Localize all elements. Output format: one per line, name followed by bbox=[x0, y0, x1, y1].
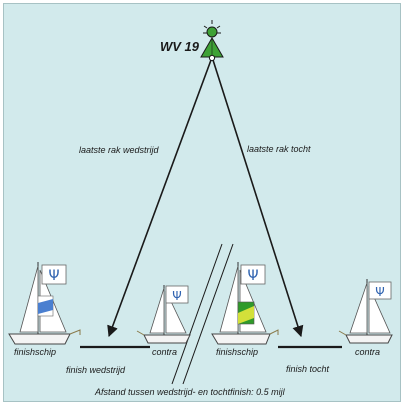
pennant-icon bbox=[240, 264, 266, 285]
trident-icon: Ψ bbox=[247, 268, 258, 284]
boat-label-tour-finish-ship: finishschip bbox=[216, 347, 259, 357]
sailboat-icon: Ψ bbox=[211, 262, 279, 345]
sailboat-icon: Ψ bbox=[338, 279, 393, 344]
finish-flag-icon bbox=[37, 295, 54, 317]
tour-leg-label: laatste rak tocht bbox=[247, 144, 311, 154]
boat-label-tour-contra: contra bbox=[355, 347, 381, 357]
sailboat-icon: Ψ bbox=[8, 262, 81, 345]
distance-break-icon bbox=[171, 243, 234, 385]
buoy-icon bbox=[200, 20, 224, 62]
boat-label-race-contra: contra bbox=[152, 347, 178, 357]
race-leg-arrow bbox=[107, 59, 212, 338]
tour-leg-arrow bbox=[212, 59, 304, 338]
trident-icon: Ψ bbox=[375, 285, 384, 299]
pennant-icon bbox=[165, 285, 189, 304]
pennant-icon bbox=[368, 281, 392, 300]
race-finish-label: finish wedstrijd bbox=[66, 365, 126, 375]
trident-icon: Ψ bbox=[172, 289, 181, 303]
pennant-icon bbox=[41, 264, 67, 285]
trident-icon: Ψ bbox=[48, 268, 59, 284]
boat-label-race-finish-ship: finishschip bbox=[14, 347, 57, 357]
buoy-sun-icon bbox=[203, 20, 221, 38]
finish-flag-icon bbox=[237, 301, 255, 325]
buoy-label: WV 19 bbox=[160, 39, 200, 54]
sailboat-icon: Ψ bbox=[136, 285, 191, 344]
race-leg-label: laatste rak wedstrijd bbox=[79, 145, 159, 155]
tour-finish-label: finish tocht bbox=[286, 364, 330, 374]
distance-note: Afstand tussen wedstrijd- en tochtfinish… bbox=[95, 387, 285, 397]
